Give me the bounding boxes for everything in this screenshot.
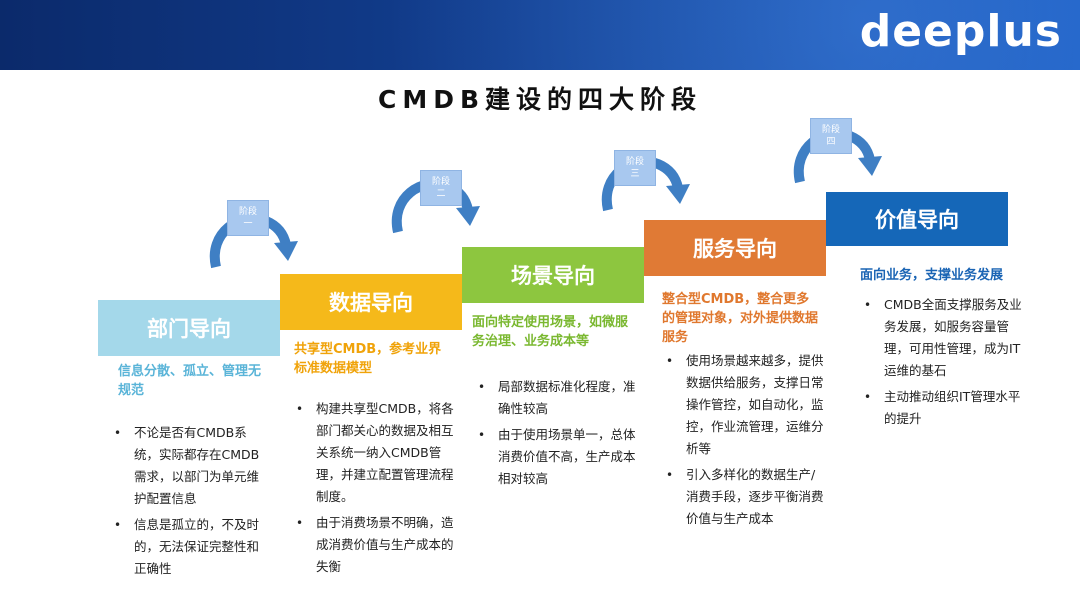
stage-3-title: 场景导向 bbox=[511, 264, 595, 288]
badge-number: 二 bbox=[436, 189, 446, 199]
list-item: CMDB全面支撑服务及业务发展，如服务容量管理，可用性管理，成为IT运维的基石 bbox=[862, 294, 1026, 382]
list-item: 使用场景越来越多，提供数据供给服务，支撑日常操作管控，如自动化，监控，作业流管理… bbox=[664, 350, 824, 460]
stage-badge-3: 阶段 三 bbox=[614, 150, 656, 186]
badge-number: 三 bbox=[630, 169, 640, 179]
badge-label: 阶段 bbox=[238, 207, 257, 217]
stage-1-box: 部门导向 bbox=[98, 300, 280, 356]
badge-label: 阶段 bbox=[431, 177, 450, 187]
deeplus-logo: deeplus bbox=[859, 6, 1062, 57]
list-item: 引入多样化的数据生产/消费手段，逐步平衡消费价值与生产成本 bbox=[664, 464, 824, 530]
badge-label: 阶段 bbox=[625, 157, 644, 167]
list-item: 信息是孤立的，不及时的，无法保证完整性和正确性 bbox=[112, 514, 270, 580]
list-item: 局部数据标准化程度，准确性较高 bbox=[476, 376, 640, 420]
stage-5-title: 价值导向 bbox=[875, 208, 959, 232]
stage-3-box: 场景导向 bbox=[462, 247, 644, 303]
stage-5-bullets: CMDB全面支撑服务及业务发展，如服务容量管理，可用性管理，成为IT运维的基石 … bbox=[862, 294, 1026, 434]
stage-badge-1: 阶段 一 bbox=[227, 200, 269, 236]
stage-badge-4: 阶段 四 bbox=[810, 118, 852, 154]
stage-badge-2: 阶段 二 bbox=[420, 170, 462, 206]
stage-2-title: 数据导向 bbox=[329, 291, 413, 315]
stage-4-bullets: 使用场景越来越多，提供数据供给服务，支撑日常操作管控，如自动化，监控，作业流管理… bbox=[664, 350, 824, 534]
list-item: 由于使用场景单一，总体消费价值不高，生产成本相对较高 bbox=[476, 424, 640, 490]
stage-1-title: 部门导向 bbox=[147, 317, 231, 341]
stage-5-box: 价值导向 bbox=[826, 192, 1008, 246]
stage-5-desc: 面向业务，支撑业务发展 bbox=[860, 268, 1004, 283]
header-banner bbox=[0, 0, 1080, 70]
list-item: 由于消费场景不明确，造成消费价值与生产成本的失衡 bbox=[294, 512, 454, 578]
badge-number: 一 bbox=[243, 219, 253, 229]
stage-4-desc: 整合型CMDB，整合更多的管理对象，对外提供数据服务 bbox=[662, 292, 819, 345]
stage-1-bullets: 不论是否有CMDB系统，实际都存在CMDB需求，以部门为单元维护配置信息 信息是… bbox=[112, 422, 270, 584]
list-item: 主动推动组织IT管理水平的提升 bbox=[862, 386, 1026, 430]
list-item: 构建共享型CMDB，将各部门都关心的数据及相互关系统一纳入CMDB管理，并建立配… bbox=[294, 398, 454, 508]
stage-4-title: 服务导向 bbox=[693, 237, 777, 261]
stage-2-desc: 共享型CMDB，参考业界标准数据模型 bbox=[294, 342, 442, 376]
stage-3-bullets: 局部数据标准化程度，准确性较高 由于使用场景单一，总体消费价值不高，生产成本相对… bbox=[476, 376, 640, 494]
badge-label: 阶段 bbox=[821, 125, 840, 135]
stage-2-bullets: 构建共享型CMDB，将各部门都关心的数据及相互关系统一纳入CMDB管理，并建立配… bbox=[294, 398, 454, 582]
stage-2-box: 数据导向 bbox=[280, 274, 462, 330]
slide-title: CMDB建设的四大阶段 bbox=[377, 85, 703, 114]
stage-3-desc: 面向特定使用场景，如微服务治理、业务成本等 bbox=[472, 315, 629, 349]
stage-1-desc: 信息分散、孤立、管理无规范 bbox=[118, 364, 262, 398]
badge-number: 四 bbox=[826, 137, 836, 147]
stage-4-box: 服务导向 bbox=[644, 220, 826, 276]
list-item: 不论是否有CMDB系统，实际都存在CMDB需求，以部门为单元维护配置信息 bbox=[112, 422, 270, 510]
